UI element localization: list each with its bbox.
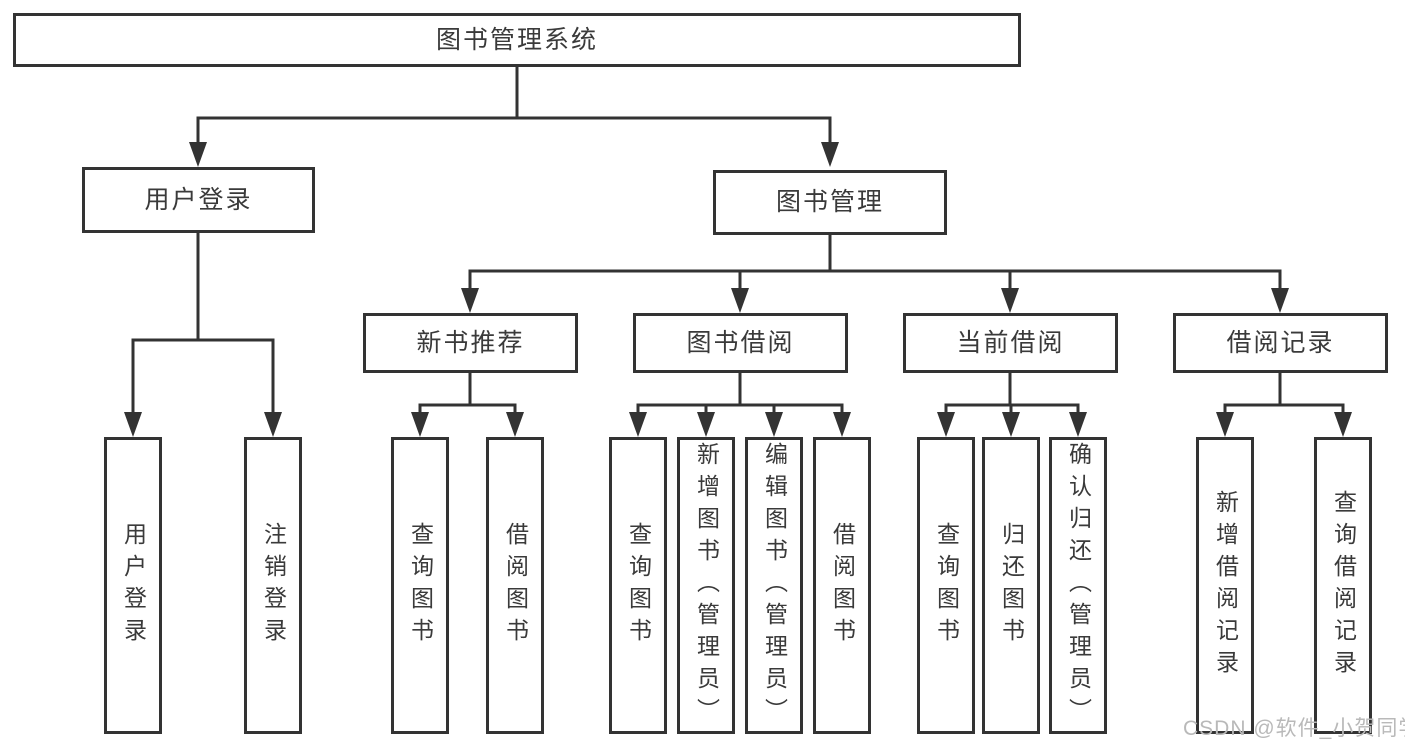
leaf-current-return-book: 归还图书 — [982, 437, 1040, 734]
node-new-book-recommend: 新书推荐 — [363, 313, 578, 373]
leaf-current-query-book: 查询图书 — [917, 437, 975, 734]
leaf-borrow-add-book-admin: 新增图书（管理员） — [677, 437, 735, 734]
node-borrow-records: 借阅记录 — [1173, 313, 1388, 373]
leaf-recommend-borrow-book: 借阅图书 — [486, 437, 544, 734]
node-book-management: 图书管理 — [713, 170, 947, 235]
leaf-recommend-query-book: 查询图书 — [391, 437, 449, 734]
leaf-user-login: 用户登录 — [104, 437, 162, 734]
leaf-records-query-record: 查询借阅记录 — [1314, 437, 1372, 734]
connector-arrowheads — [124, 142, 1352, 437]
leaf-borrow-borrow-book: 借阅图书 — [813, 437, 871, 734]
node-current-borrow: 当前借阅 — [903, 313, 1118, 373]
node-root: 图书管理系统 — [13, 13, 1021, 67]
leaf-logout: 注销登录 — [244, 437, 302, 734]
leaf-borrow-query-book: 查询图书 — [609, 437, 667, 734]
node-user-login: 用户登录 — [82, 167, 315, 233]
leaf-borrow-edit-book-admin: 编辑图书（管理员） — [745, 437, 803, 734]
watermark: CSDN @软件_小贺同学 — [1183, 717, 1405, 740]
connector-lines — [131, 65, 1345, 416]
node-book-borrow: 图书借阅 — [633, 313, 848, 373]
leaf-records-add-record: 新增借阅记录 — [1196, 437, 1254, 734]
leaf-current-confirm-return-admin: 确认归还（管理员） — [1049, 437, 1107, 734]
